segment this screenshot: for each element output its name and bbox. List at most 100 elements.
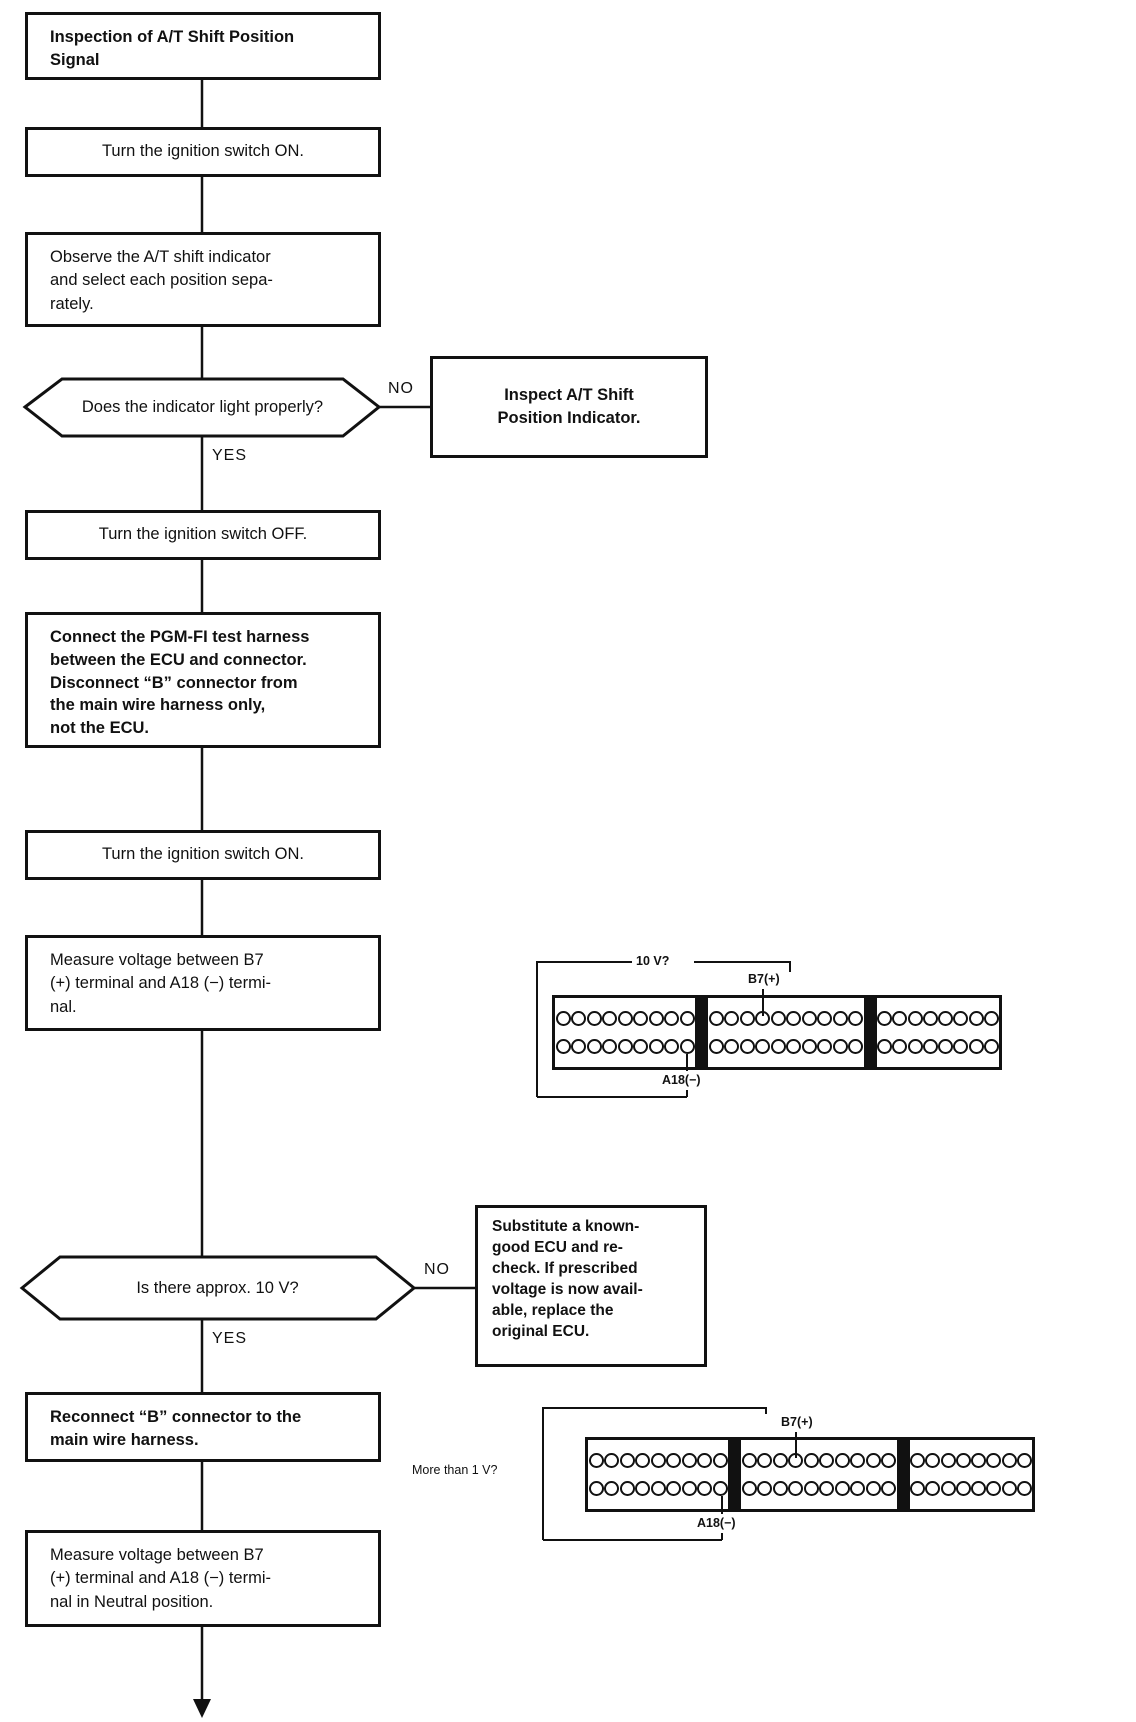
connector-pin [986,1453,1002,1468]
connector-pin [803,1481,819,1496]
connector-pin [666,1453,681,1468]
pin-row [877,1011,999,1026]
decision-indicator-label: Does the indicator light properly? [81,398,324,416]
connector-pin [681,1453,697,1468]
step-ignition-on-2: Turn the ignition switch ON. [25,830,381,880]
connector-pin [635,1481,650,1496]
connector-pin [910,1481,926,1496]
connector-block-b-2 [738,1437,900,1512]
pin-row [877,1039,999,1054]
connector-pin [971,1453,987,1468]
connector-pin [971,1481,987,1496]
connector-pin [910,1453,926,1468]
connector-pin [1001,1481,1017,1496]
pin-row [741,1481,897,1496]
connector-pin [617,1011,633,1026]
connector-pin [555,1011,571,1026]
step-measure-voltage-1: Measure voltage between B7 (+) terminal … [25,935,381,1031]
connector-separator [731,1437,738,1512]
connector-pin [940,1453,956,1468]
connector-pin [922,1039,938,1054]
connector-pin [619,1453,635,1468]
connector-pin [1016,1481,1032,1496]
connector-pin [1001,1453,1017,1468]
pin-row [555,1011,695,1026]
connector-block-a-1 [552,995,698,1070]
pin-row [555,1039,695,1054]
connector-pin [877,1039,893,1054]
connector-separator [900,1437,907,1512]
connector-pin [865,1453,881,1468]
connector-pin [664,1011,679,1026]
a18-terminal-label-1: A18(−) [662,1073,701,1087]
connector-pin [848,1011,864,1026]
connector-pin [588,1453,604,1468]
a18-terminal-label-2: A18(−) [697,1516,736,1530]
connector-pin [712,1453,728,1468]
connector-pin [770,1039,786,1054]
connector-pin [983,1039,999,1054]
step-measure-voltage-2: Measure voltage between B7 (+) terminal … [25,1530,381,1627]
decision-voltage-label: Is there approx. 10 V? [136,1278,299,1297]
pin-row [708,1039,864,1054]
connector-pin [712,1481,728,1496]
connector-separator [867,995,874,1070]
connector-pin [724,1011,740,1026]
connector-pin [955,1481,971,1496]
connector-pin [586,1011,602,1026]
connector-block-d-1 [874,995,1002,1070]
connector-pin [892,1011,908,1026]
pin-row [910,1481,1032,1496]
connector-pin [786,1011,802,1026]
connector-pin [772,1453,788,1468]
connector-pin [925,1481,941,1496]
connector-pin [586,1039,602,1054]
connector-pin [925,1453,941,1468]
b7-terminal-label-2: B7(+) [781,1415,813,1429]
connector-pin [788,1453,804,1468]
connector-pin [617,1039,633,1054]
connector-pin [938,1011,954,1026]
connector-pin [850,1481,866,1496]
connector-pin [907,1011,923,1026]
step-reconnect-b: Reconnect “B” connector to the main wire… [25,1392,381,1462]
connector-pin [648,1011,664,1026]
connector-pin [741,1481,757,1496]
connector-pin [953,1011,969,1026]
connector-separator [698,995,705,1070]
connector-pin [834,1453,850,1468]
step-title-box: Inspection of A/T Shift Position Signal [25,12,381,80]
connector-pin [664,1039,679,1054]
action-substitute-ecu: Substitute a known- good ECU and re- che… [475,1205,707,1367]
connector-pin [832,1011,848,1026]
connector-pin [788,1481,804,1496]
connector-pin [739,1039,755,1054]
connector-pin [983,1011,999,1026]
connector-pin [772,1481,788,1496]
connector-pin [679,1011,695,1026]
connector-pin [881,1481,897,1496]
connector-pin [650,1453,666,1468]
connector-pin [697,1481,712,1496]
flow-end-arrowhead [193,1699,211,1718]
connector-pin [938,1039,954,1054]
connector-pin [819,1453,835,1468]
connector-pin [648,1039,664,1054]
action-inspect-indicator: Inspect A/T Shift Position Indicator. [430,356,708,458]
connector-pin [604,1453,619,1468]
branch-no-2: NO [424,1261,450,1278]
connector-pin [708,1011,724,1026]
voltage-question-label-2: More than 1 V? [412,1463,498,1477]
connector-block-b-1 [705,995,867,1070]
connector-pin [834,1481,850,1496]
connector-pin [907,1039,923,1054]
connector-pin [555,1039,571,1054]
connector-pin [588,1481,604,1496]
connector-pin [739,1011,755,1026]
connector-pin [817,1039,833,1054]
connector-pin [832,1039,848,1054]
branch-yes-2: YES [212,1330,248,1347]
step-observe-indicator: Observe the A/T shift indicator and sele… [25,232,381,327]
connector-pin [1016,1453,1032,1468]
voltage-question-label-1: 10 V? [636,954,670,968]
